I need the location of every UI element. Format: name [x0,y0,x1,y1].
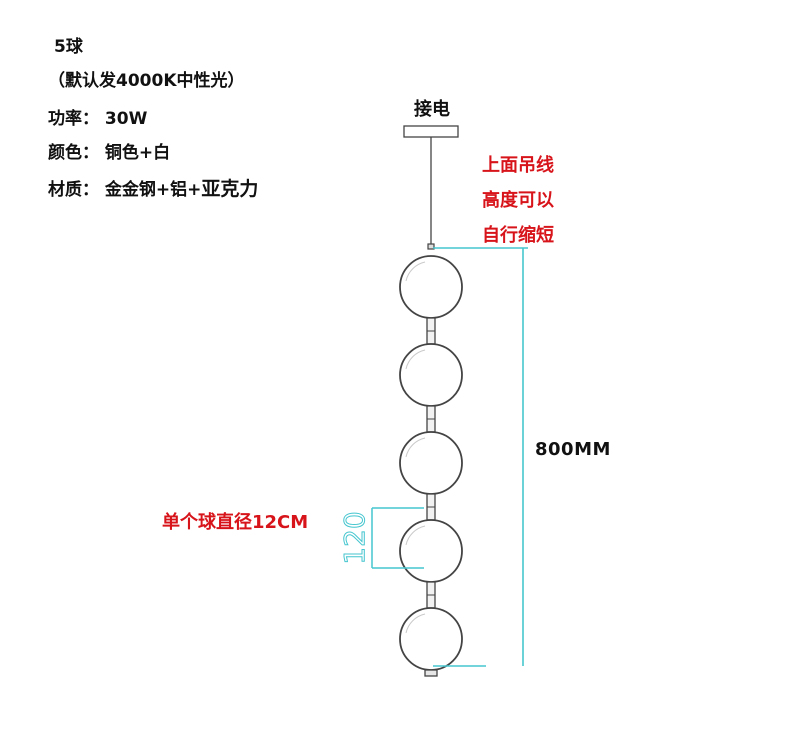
ball-diameter-dimension [371,507,424,569]
bottom-cap [424,669,438,677]
height-dimension [433,247,528,667]
power-spec-label: 功率： [48,109,99,129]
material-spec: 材质： 金金钢+铝+亚克力 [48,174,258,201]
glass-ball [399,519,463,583]
ball-diameter-note: 单个球直径12CM [162,512,309,533]
default-light-note: （默认发4000K中性光） [48,71,245,91]
material-spec-value-extra: 亚克力 [201,178,259,200]
ball-highlight [405,437,426,458]
ball-dimension-label: 120 [338,511,371,564]
glass-ball [399,343,463,407]
color-spec: 颜色： 铜色+白 [48,138,170,163]
ball-highlight [405,525,426,546]
lamp-body [399,243,463,677]
ball-highlight [405,613,426,634]
power-spec: 功率： 30W [48,104,147,129]
ball-highlight [405,261,426,282]
cable-height-note-line: 高度可以 [482,190,554,211]
material-spec-label: 材质： [48,180,99,200]
glass-ball [399,431,463,495]
color-spec-value: 铜色+白 [104,143,171,163]
glass-ball [399,607,463,671]
product-title: 5球 [54,37,83,57]
material-spec-value: 金金钢+铝+ [104,180,202,200]
total-height-label: 800MM [535,439,611,460]
glass-ball [399,255,463,319]
ceiling-canopy [403,125,459,138]
cable-height-note-line: 上面吊线 [482,155,554,176]
power-spec-value: 30W [104,109,148,129]
top-cap [427,243,435,250]
cable-height-note: 上面吊线 高度可以 自行缩短 [482,148,554,253]
cable-height-note-line: 自行缩短 [482,225,554,246]
power-connection-label: 接电 [414,99,450,120]
ball-highlight [405,349,426,370]
color-spec-label: 颜色： [48,143,99,163]
